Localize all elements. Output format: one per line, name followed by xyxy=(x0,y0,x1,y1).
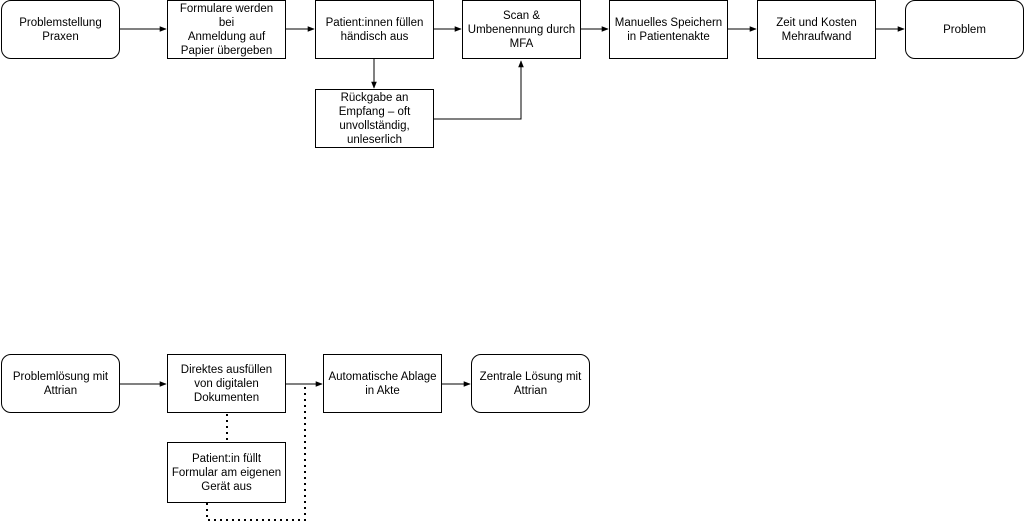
problem-step-manual-save[interactable]: Manuelles Speichern in Patientenakte xyxy=(609,0,728,59)
problem-start-node[interactable]: Problemstellung Praxen xyxy=(1,0,120,59)
problem-step-patients-fill-by-hand[interactable]: Patient:innen füllen händisch aus xyxy=(315,0,434,59)
arrow-side-to-step3 xyxy=(434,60,524,120)
solution-step-digital-documents[interactable]: Direktes ausfüllen von digitalen Dokumen… xyxy=(167,354,286,413)
solution-end-node[interactable]: Zentrale Lösung mit Attrian xyxy=(471,354,590,413)
problem-end-node[interactable]: Problem xyxy=(905,0,1024,59)
dotted-link-side-to-step2 xyxy=(206,386,306,521)
solution-side-own-device[interactable]: Patient:in füllt Formular am eigenen Ger… xyxy=(167,442,286,503)
problem-step-forms-on-paper[interactable]: Formulare werden bei Anmeldung auf Papie… xyxy=(167,0,286,59)
problem-step-time-cost[interactable]: Zeit und Kosten Mehraufwand xyxy=(757,0,876,59)
problem-side-return-reception[interactable]: Rückgabe an Empfang – oft unvollständig,… xyxy=(315,89,434,148)
solution-start-node[interactable]: Problemlösung mit Attrian xyxy=(1,354,120,413)
problem-step-scan-rename[interactable]: Scan & Umbenennung durch MFA xyxy=(462,0,581,59)
solution-step-automatic-filing[interactable]: Automatische Ablage in Akte xyxy=(323,354,442,413)
